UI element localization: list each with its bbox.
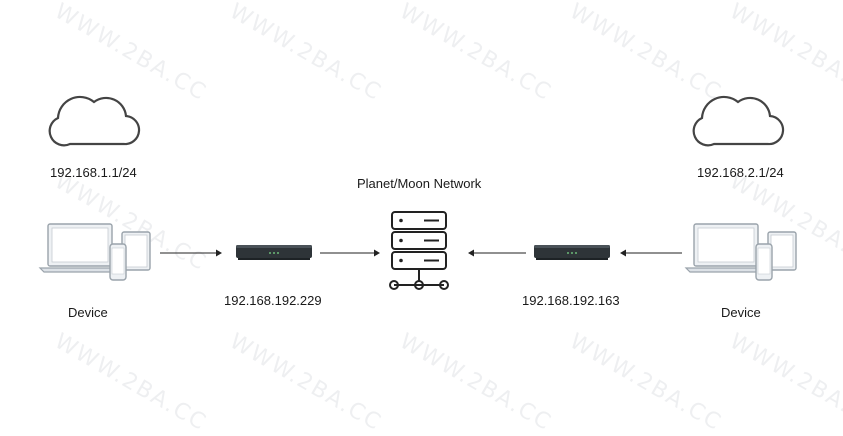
watermark: WWW.2BA.CC [565, 328, 726, 436]
watermark: WWW.2BA.CC [225, 328, 386, 436]
watermark: WWW.2BA.CC [725, 328, 843, 436]
router-icon [236, 245, 312, 260]
devices-icon [38, 223, 151, 281]
arrow-icon [320, 249, 380, 257]
cloud-icon [692, 95, 785, 147]
watermark: WWW.2BA.CC [395, 328, 556, 436]
left-device-label: Device [68, 305, 108, 320]
server-icon [389, 211, 449, 290]
arrow-icon [468, 249, 526, 257]
watermark: WWW.2BA.CC [395, 0, 556, 107]
right-network-label: 192.168.2.1/24 [697, 165, 784, 180]
arrow-icon [160, 249, 222, 257]
right-router-ip: 192.168.192.163 [522, 293, 620, 308]
devices-icon [684, 223, 797, 281]
watermark: WWW.2BA.CC [50, 328, 211, 436]
right-device-label: Device [721, 305, 761, 320]
network-diagram: WWW.2BA.CC WWW.2BA.CC WWW.2BA.CC WWW.2BA… [38, 0, 843, 436]
arrow-icon [620, 249, 682, 257]
watermark: WWW.2BA.CC [225, 0, 386, 107]
center-title: Planet/Moon Network [357, 176, 482, 191]
cloud-icon [48, 95, 141, 147]
left-router-ip: 192.168.192.229 [224, 293, 322, 308]
left-network-label: 192.168.1.1/24 [50, 165, 137, 180]
router-icon [534, 245, 610, 260]
